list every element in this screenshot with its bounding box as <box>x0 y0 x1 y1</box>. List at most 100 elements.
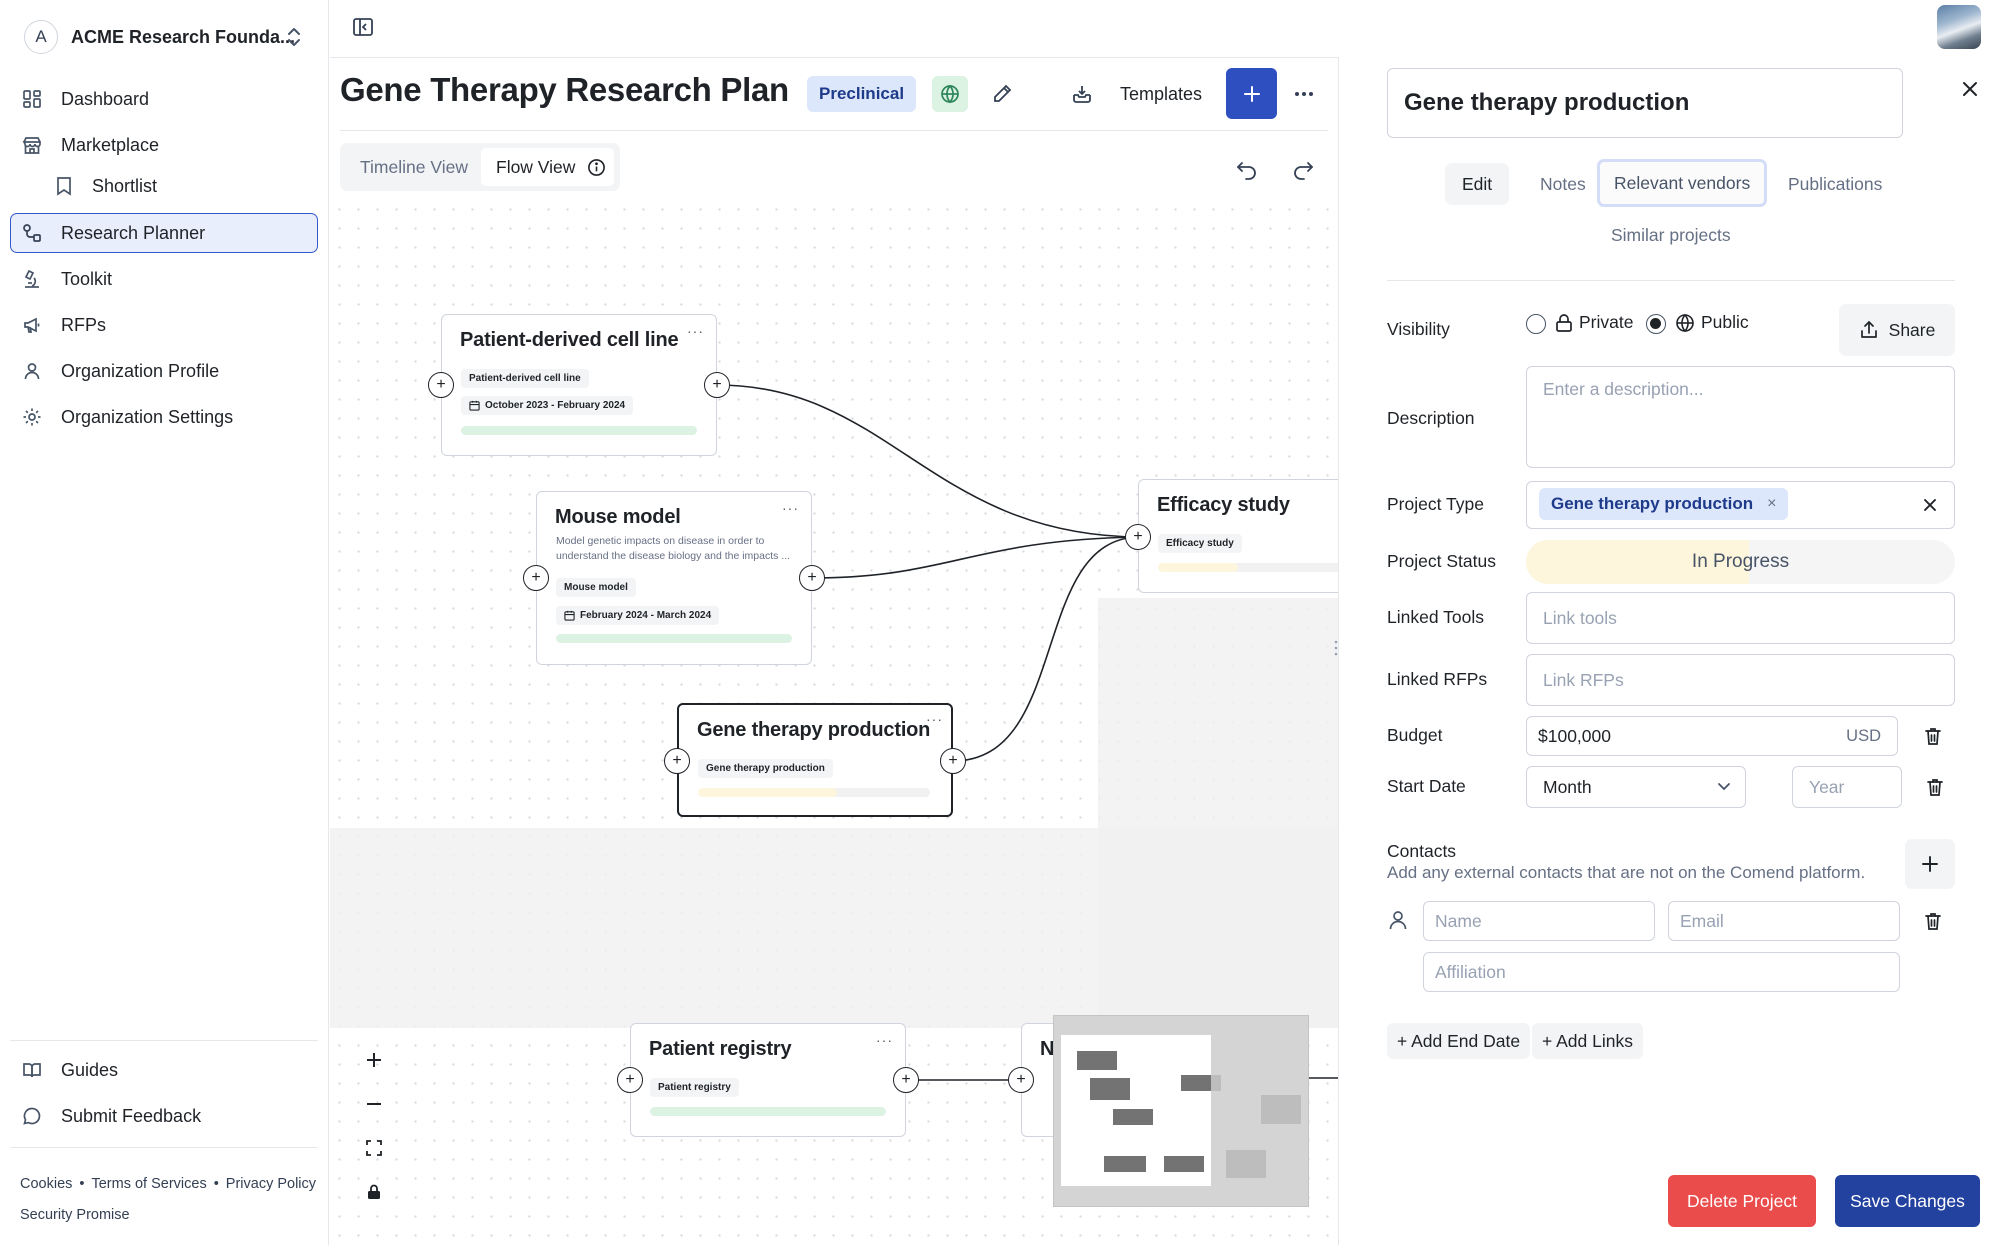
sidebar-item-organization-settings[interactable]: Organization Settings <box>10 397 318 437</box>
tab-flow-view[interactable]: Flow View <box>481 148 614 186</box>
contact-email-input[interactable]: Email <box>1668 901 1900 941</box>
sidebar-item-marketplace[interactable]: Marketplace <box>10 125 318 165</box>
import-button[interactable] <box>1068 80 1096 108</box>
sidebar-item-submit-feedback[interactable]: Submit Feedback <box>10 1096 318 1136</box>
visibility-public-button[interactable] <box>932 76 968 112</box>
zoom-out-button[interactable] <box>360 1090 388 1118</box>
save-changes-button[interactable]: Save Changes <box>1835 1175 1980 1227</box>
node-handle-left[interactable]: + <box>664 748 690 774</box>
trash-icon <box>1925 728 1941 745</box>
sidebar-toggle-icon[interactable] <box>350 14 376 40</box>
node-handle-left[interactable]: + <box>1008 1067 1034 1093</box>
tab-relevant-vendors[interactable]: Relevant vendors <box>1597 159 1768 207</box>
start-month-select[interactable]: Month <box>1526 766 1746 808</box>
contact-affiliation-input[interactable]: Affiliation <box>1423 952 1900 992</box>
start-year-input[interactable]: Year <box>1792 766 1902 808</box>
templates-button[interactable]: Templates <box>1120 83 1203 104</box>
tab-edit[interactable]: Edit <box>1445 163 1510 205</box>
minimap[interactable] <box>1053 1015 1309 1207</box>
node-handle-right[interactable]: + <box>704 372 730 398</box>
sidebar-item-organization-profile[interactable]: Organization Profile <box>10 351 318 391</box>
sidebar-item-toolkit[interactable]: Toolkit <box>10 259 318 299</box>
sidebar-item-research-planner[interactable]: Research Planner <box>10 213 318 253</box>
user-avatar[interactable] <box>1937 5 1981 49</box>
node-menu-button[interactable]: ··· <box>782 500 799 516</box>
chip-remove-button[interactable]: × <box>1767 495 1777 512</box>
undo-icon[interactable] <box>1234 156 1260 182</box>
tab-timeline-view[interactable]: Timeline View <box>360 156 468 177</box>
terms-link[interactable]: Terms of Services <box>91 1176 207 1192</box>
node-tag: Efficacy study <box>1158 534 1242 553</box>
clear-start-date-button[interactable] <box>1921 773 1949 801</box>
visibility-public-radio[interactable] <box>1646 314 1666 334</box>
project-type-select[interactable]: Gene therapy production × <box>1526 481 1955 529</box>
add-contact-button[interactable] <box>1905 839 1955 889</box>
microscope-icon <box>20 267 44 291</box>
more-options-button[interactable] <box>1290 80 1318 108</box>
fit-view-button[interactable] <box>360 1134 388 1162</box>
node-handle-right[interactable]: + <box>940 748 966 774</box>
linked-tools-input[interactable]: Link tools <box>1526 592 1955 644</box>
node-handle-left[interactable]: + <box>617 1067 643 1093</box>
node-handle-left[interactable]: + <box>428 372 454 398</box>
edit-title-button[interactable] <box>988 80 1016 108</box>
node-handle-left[interactable]: + <box>1125 524 1151 550</box>
sidebar-item-label: Submit Feedback <box>61 1105 202 1126</box>
remove-contact-button[interactable] <box>1919 907 1947 935</box>
redo-icon[interactable] <box>1290 156 1316 182</box>
node-tag: Patient registry <box>650 1078 739 1097</box>
visibility-private-option[interactable]: Private <box>1555 312 1633 333</box>
lock-icon <box>1556 313 1572 332</box>
flow-node-patient-registry[interactable]: Patient registry ··· Patient registry <box>630 1023 906 1137</box>
sidebar-item-dashboard[interactable]: Dashboard <box>10 79 318 119</box>
flow-canvas[interactable]: Patient-derived cell line ··· Patient-de… <box>330 200 1338 1245</box>
fit-view-icon <box>366 1140 382 1156</box>
zoom-in-button[interactable] <box>360 1046 388 1074</box>
add-project-button[interactable] <box>1226 68 1277 119</box>
add-links-button[interactable]: + Add Links <box>1532 1023 1643 1059</box>
linked-tools-label: Linked Tools <box>1387 607 1484 627</box>
cookies-link[interactable]: Cookies <box>20 1176 73 1192</box>
flow-node-efficacy-study[interactable]: Efficacy study Efficacy study <box>1138 479 1338 593</box>
node-menu-button[interactable]: ··· <box>687 323 704 339</box>
lock-canvas-button[interactable] <box>360 1178 388 1206</box>
sidebar-item-shortlist[interactable]: Shortlist <box>10 166 318 206</box>
tab-notes[interactable]: Notes <box>1540 173 1586 194</box>
description-textarea[interactable]: Enter a description... <box>1526 366 1955 468</box>
contact-name-input[interactable]: Name <box>1423 901 1655 941</box>
tab-publications[interactable]: Publications <box>1788 173 1883 194</box>
flow-node-mouse-model[interactable]: Mouse model ··· Model genetic impacts on… <box>536 491 812 665</box>
sidebar-item-rfps[interactable]: RFPs <box>10 305 318 345</box>
project-name-input[interactable]: Gene therapy production <box>1387 68 1903 138</box>
info-icon[interactable] <box>587 158 606 177</box>
linked-rfps-input[interactable]: Link RFPs <box>1526 654 1955 706</box>
node-menu-button[interactable]: ··· <box>926 711 943 727</box>
visibility-private-radio[interactable] <box>1526 314 1546 334</box>
sidebar-item-guides[interactable]: Guides <box>10 1050 318 1090</box>
node-menu-button[interactable]: ··· <box>876 1032 893 1048</box>
clear-budget-button[interactable] <box>1919 722 1947 750</box>
budget-input[interactable]: $100,000 USD <box>1526 716 1898 756</box>
flow-node-cell-line[interactable]: Patient-derived cell line ··· Patient-de… <box>441 314 717 456</box>
node-title: Efficacy study <box>1157 494 1290 516</box>
visibility-public-option[interactable]: Public <box>1675 312 1749 333</box>
node-handle-right[interactable]: + <box>893 1067 919 1093</box>
clear-icon[interactable] <box>1922 497 1938 513</box>
node-handle-right[interactable]: + <box>799 565 825 591</box>
node-handle-left[interactable]: + <box>523 565 549 591</box>
project-status-slider[interactable]: In Progress <box>1526 540 1955 584</box>
tab-similar-projects[interactable]: Similar projects <box>1611 224 1731 245</box>
share-button[interactable]: Share <box>1839 304 1955 356</box>
org-switcher[interactable]: A ACME Research Founda... <box>24 20 314 54</box>
delete-project-button[interactable]: Delete Project <box>1668 1175 1816 1227</box>
node-title: Mouse model <box>555 506 681 528</box>
privacy-link[interactable]: Privacy Policy <box>225 1176 317 1192</box>
add-end-date-button[interactable]: + Add End Date <box>1387 1023 1531 1059</box>
flow-node-gene-therapy[interactable]: Gene therapy production ··· Gene therapy… <box>677 703 953 817</box>
security-promise-link[interactable]: Security Promise <box>20 1207 130 1223</box>
sidebar: A ACME Research Founda... Dashboard Mark… <box>0 0 329 1245</box>
plus-icon <box>1922 856 1938 872</box>
edge-mouse-to-efficacy <box>810 536 1139 579</box>
megaphone-icon <box>20 313 44 337</box>
close-panel-button[interactable] <box>1956 75 1984 103</box>
